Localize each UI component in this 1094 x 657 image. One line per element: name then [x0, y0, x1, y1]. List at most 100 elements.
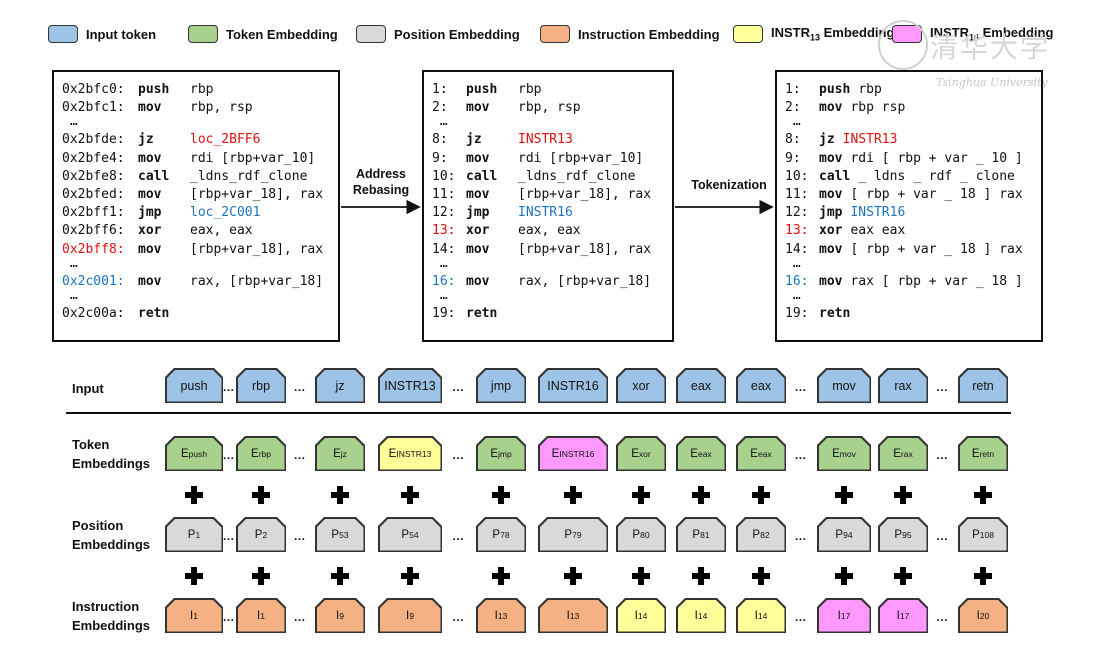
code-line: 0x2bff8:mov[rbp+var_18], rax: [62, 241, 324, 257]
legend-item: Input token: [48, 24, 156, 44]
code-ellipsis: …: [62, 255, 78, 271]
ellipsis: …: [794, 529, 808, 543]
plus-icon: [331, 567, 349, 585]
ellipsis: …: [452, 380, 465, 394]
legend-label: Position Embedding: [394, 26, 520, 42]
rebasing-label: Address Rebasing: [352, 167, 410, 197]
ellipsis: …: [222, 610, 236, 624]
plus-icon: [632, 567, 650, 585]
university-seal-icon: [878, 20, 928, 70]
code-ellipsis: …: [62, 114, 78, 130]
plus-icon: [692, 486, 710, 504]
legend-label: INSTR13 Embedding: [771, 25, 895, 43]
input-token: jz: [317, 370, 364, 402]
ellipsis: …: [936, 380, 949, 394]
legend-item: Instruction Embedding: [540, 24, 720, 44]
ellipsis: …: [794, 448, 808, 462]
code-ellipsis: …: [432, 114, 448, 130]
input-token: rbp: [238, 370, 285, 402]
plus-icon: [974, 567, 992, 585]
legend-swatch: [356, 25, 386, 43]
code-ellipsis: …: [432, 255, 448, 271]
ellipsis: …: [452, 610, 465, 624]
tokenization-label: Tokenization: [691, 178, 767, 192]
plus-icon: [564, 567, 582, 585]
ellipsis: …: [222, 448, 236, 462]
legend-item: Position Embedding: [356, 24, 520, 44]
input-token: INSTR16: [540, 370, 607, 402]
plus-icon: [252, 486, 270, 504]
ellipsis: …: [936, 610, 949, 624]
code-line: 0x2bfed:mov[rbp+var_18], rax: [62, 186, 324, 202]
input-token: push: [167, 370, 222, 402]
watermark-subtitle: Tsinghua University: [936, 76, 1048, 89]
ellipsis: …: [293, 448, 307, 462]
code-ellipsis: …: [785, 255, 801, 271]
plus-icon: [752, 567, 770, 585]
legend-swatch: [733, 25, 763, 43]
plus-icon: [185, 486, 203, 504]
legend-item: Token Embedding: [188, 24, 338, 44]
input-token: rax: [880, 370, 927, 402]
legend-label: Instruction Embedding: [578, 26, 720, 42]
row-label-token: Token Embeddings: [72, 437, 151, 471]
ellipsis: …: [936, 529, 949, 543]
code-ellipsis: …: [785, 114, 801, 130]
row-label-position: Position Embeddings: [72, 518, 151, 552]
watermark-name: 清华大学: [930, 31, 1051, 64]
plus-icon: [401, 486, 419, 504]
legend-swatch: [48, 25, 78, 43]
row-label-instruction: Instruction Embeddings: [72, 599, 151, 633]
code-line: 14:mov[rbp+var_18], rax: [432, 241, 652, 257]
plus-icon: [894, 567, 912, 585]
plus-icon: [692, 567, 710, 585]
code-ellipsis: …: [432, 287, 448, 303]
legend-label: INSTR16 Embedding: [930, 25, 1054, 43]
input-token: xor: [618, 370, 665, 402]
plus-icon: [752, 486, 770, 504]
input-token: jmp: [478, 370, 525, 402]
legend-label: Token Embedding: [226, 26, 338, 42]
code-line: 14:mov[ rbp + var _ 18 ] rax: [785, 241, 1023, 257]
plus-icon: [492, 567, 510, 585]
legend-swatch: [540, 25, 570, 43]
code-ellipsis: …: [62, 287, 78, 303]
